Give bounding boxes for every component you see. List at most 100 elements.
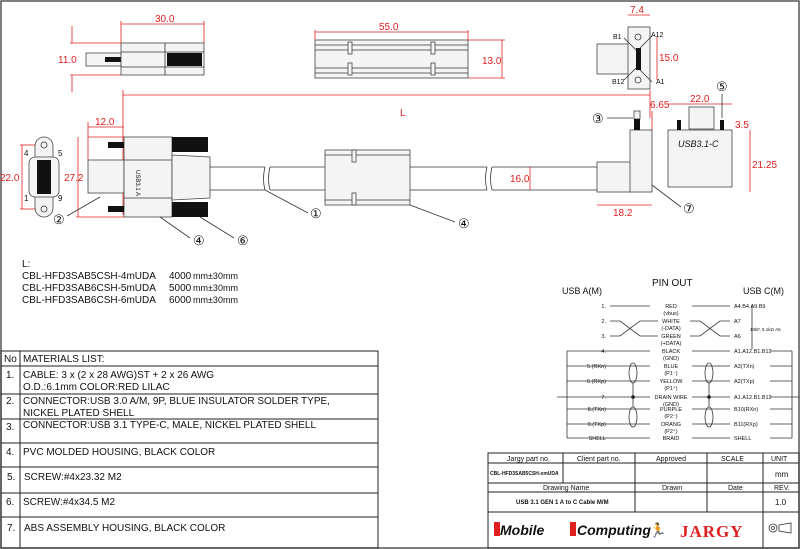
pinout-wire-color: ORANG bbox=[661, 422, 681, 428]
pinout-right-pin: B10(RXn) bbox=[734, 407, 758, 413]
callouts: ① ② ③ ④ ④ ⑤ ⑥ ⑦ bbox=[53, 79, 728, 248]
title-block: Jargy part no. Client part no. Approved … bbox=[487, 452, 800, 549]
rev-value: 1.0 bbox=[775, 498, 787, 507]
approved-label: Approved bbox=[656, 456, 686, 463]
pinout-wire-color: BLUE bbox=[664, 364, 679, 370]
drawn-label: Drawn bbox=[662, 485, 682, 492]
length-value: 5000 bbox=[169, 283, 192, 294]
drawing-name-label: Drawing Name bbox=[543, 485, 589, 492]
callout-4b: ④ bbox=[458, 216, 470, 231]
pinout-wire-color: RED bbox=[665, 304, 677, 310]
pinout-wire-signal: (GND) bbox=[663, 402, 679, 408]
pinout-left-pin: 4. bbox=[601, 349, 606, 355]
material-row: 5. SCREW:#4x23.32 M2 bbox=[7, 472, 122, 483]
dim-sleeve-height: 13.0 bbox=[482, 56, 502, 67]
callout-5: ⑤ bbox=[716, 79, 728, 94]
svg-text:6.: 6. bbox=[6, 497, 14, 508]
material-row: 3. CONNECTOR:USB 3.1 TYPE-C, MALE, NICKE… bbox=[6, 420, 316, 433]
pinout-diagram: PIN OUT USB A(M) USB C(M) 10kF, 5.1kΩ A5… bbox=[557, 278, 799, 442]
pin-label-b12: B12 bbox=[612, 79, 625, 86]
rev-label: REV. bbox=[774, 485, 790, 492]
pinout-right-pin: A4.B4.A9.B9 bbox=[734, 304, 766, 310]
dim-end-pitch: 15.0 bbox=[659, 53, 679, 64]
materials-header: MATERIALS LIST: bbox=[23, 354, 105, 365]
material-row: 7. ABS ASSEMBLY HOUSING, BLACK COLOR bbox=[7, 523, 225, 534]
callout-1: ① bbox=[310, 206, 322, 221]
materials-no-header: No bbox=[4, 354, 17, 365]
side-view-c-connector: 6.65 18.2 USB3.1-C 22.0 3.5 21.25 bbox=[596, 94, 777, 219]
svg-text:CABLE: 3 x (2 x 28 AWG)ST + 2: CABLE: 3 x (2 x 28 AWG)ST + 2 x 26 AWG bbox=[23, 370, 214, 381]
pinout-wire-color: BRAID bbox=[663, 436, 680, 442]
svg-text:O.D.:6.1mm COLOR:RED LILAC: O.D.:6.1mm COLOR:RED LILAC bbox=[23, 382, 170, 393]
svg-text:NICKEL PLATED SHELL: NICKEL PLATED SHELL bbox=[23, 408, 135, 419]
svg-text:ABS ASSEMBLY HOUSING, BLACK CO: ABS ASSEMBLY HOUSING, BLACK COLOR bbox=[24, 523, 225, 534]
jargy-part-number: CBL-HFD3SAB5CSH-xmUDA bbox=[490, 471, 559, 477]
pin-label-1: 1 bbox=[24, 194, 29, 203]
projection-symbol-icon bbox=[768, 522, 792, 534]
svg-text:7.: 7. bbox=[7, 523, 15, 534]
pinout-wire-signal: (P1⁻) bbox=[664, 371, 677, 377]
runner-icon: 🏃 bbox=[649, 522, 666, 538]
length-title: L: bbox=[22, 259, 30, 270]
pinout-right-pin: SHELL bbox=[734, 436, 751, 442]
callout-7: ⑦ bbox=[683, 201, 695, 216]
pinout-wire-signal: (vbus) bbox=[663, 311, 678, 317]
pin-label-b1: B1 bbox=[613, 34, 622, 41]
length-part: CBL-HFD3SAB6CSH-5mUDA bbox=[22, 283, 156, 294]
pinout-left-pin: SHELL bbox=[589, 436, 606, 442]
pinout-right-pin: A3(TXn) bbox=[734, 364, 755, 370]
svg-text:PVC MOLDED HOUSING, BLACK COLO: PVC MOLDED HOUSING, BLACK COLOR bbox=[23, 447, 215, 458]
dim-length: L bbox=[400, 108, 406, 119]
pinout-right-pin: A7 bbox=[734, 319, 741, 325]
pinout-wire-color: GREEN bbox=[661, 334, 681, 340]
pinout-title: PIN OUT bbox=[652, 278, 693, 289]
pinout-right-pin: A1.A12.B1.B12 bbox=[734, 349, 772, 355]
svg-text:3.: 3. bbox=[6, 422, 14, 433]
pinout-wire-color: DRAIN WIRE bbox=[655, 395, 688, 401]
pinout-wire-color: BLACK bbox=[662, 349, 680, 355]
cable: 16.0 bbox=[210, 149, 600, 206]
length-part: CBL-HFD3SAB5CSH-4mUDA bbox=[22, 271, 156, 282]
top-view-sleeve: 55.0 13.0 bbox=[314, 22, 505, 79]
drawing-name: USB 3.1 GEN 1 A to C Cable M/M bbox=[516, 500, 609, 506]
top-view-plug: 30.0 11.0 bbox=[58, 14, 205, 92]
material-row: 2. CONNECTOR:USB 3.0 A/M, 9P, BLUE INSUL… bbox=[6, 396, 330, 419]
svg-text:CONNECTOR:USB 3.0 A/M, 9P, BLU: CONNECTOR:USB 3.0 A/M, 9P, BLUE INSULATO… bbox=[23, 396, 330, 407]
dim-sleeve-length: 55.0 bbox=[379, 22, 399, 33]
pinout-left-pin: 7. bbox=[601, 395, 606, 401]
callout-6: ⑥ bbox=[237, 233, 249, 248]
svg-text:2.: 2. bbox=[6, 396, 14, 407]
materials-table: No MATERIALS LIST: 1. CABLE: 3 x (2 x 28… bbox=[0, 350, 379, 549]
unit-value: mm bbox=[775, 470, 789, 479]
pinout-left-pin: 2. bbox=[601, 319, 606, 325]
pin-label-a1: A1 bbox=[656, 79, 665, 86]
svg-text:1.: 1. bbox=[6, 370, 14, 381]
pin-label-4: 4 bbox=[24, 149, 29, 158]
dim-c-screw: 6.65 bbox=[650, 100, 670, 111]
dim-face-height: 22.0 bbox=[0, 173, 20, 184]
jargy-logo: JARGY bbox=[680, 522, 744, 541]
scale-label: SCALE bbox=[721, 456, 744, 463]
dim-c-depth: 18.2 bbox=[613, 208, 633, 219]
pin-label-5: 5 bbox=[58, 149, 63, 158]
pinout-left-pin: 6.(RXp) bbox=[587, 379, 606, 385]
pinout-right-pin: B11(RXp) bbox=[734, 422, 758, 428]
callout-2: ② bbox=[53, 212, 65, 227]
dim-c-screw-height: 3.5 bbox=[735, 120, 749, 131]
mobile-computing-logo: Mobile bbox=[500, 522, 545, 538]
pinout-wire-color: PURPLE bbox=[660, 407, 682, 413]
material-row: 1. CABLE: 3 x (2 x 28 AWG)ST + 2 x 26 AW… bbox=[6, 370, 214, 393]
date-label: Date bbox=[728, 485, 743, 492]
dim-top-plug-length: 30.0 bbox=[155, 14, 175, 25]
length-tolerance: mm±30mm bbox=[193, 283, 238, 293]
pinout-wire-signal: (P2⁻) bbox=[664, 414, 677, 420]
length-tolerance: mm±30mm bbox=[193, 271, 238, 281]
dim-cable-od: 16.0 bbox=[510, 174, 530, 185]
side-view-a-connector: USB3.1 A 12.0 27.2 bbox=[64, 117, 211, 218]
pinout-wire-color: WHITE bbox=[662, 319, 680, 325]
dim-plug-tip: 12.0 bbox=[95, 117, 115, 128]
pinout-left-pin: 3. bbox=[601, 334, 606, 340]
svg-text:SCREW:#4x34.5 M2: SCREW:#4x34.5 M2 bbox=[23, 497, 116, 508]
pinout-wire-signal: (P1⁺) bbox=[664, 385, 677, 392]
